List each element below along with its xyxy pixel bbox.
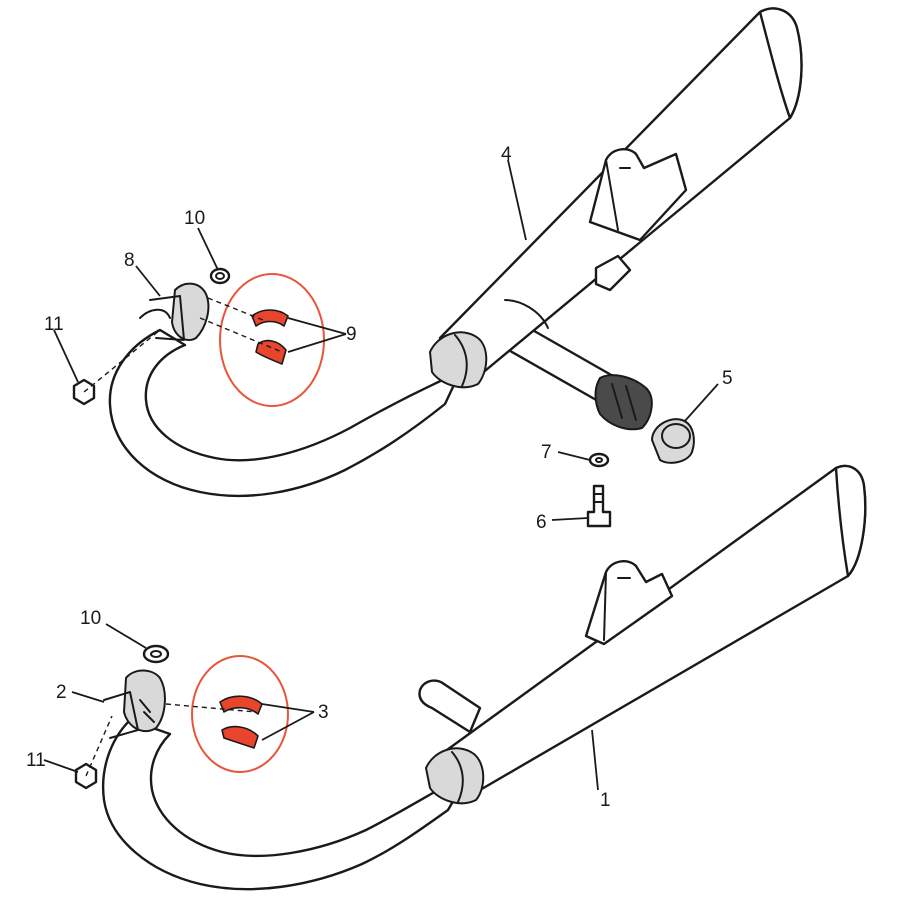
callout-11-upper: 11 — [44, 314, 64, 335]
gasket-highlight-ring-lower — [191, 655, 289, 773]
upper-muffler-collar — [429, 331, 488, 389]
gasket-half-lower-b — [221, 725, 259, 749]
lower-stub-pipe — [418, 679, 482, 734]
lower-washer — [142, 644, 170, 664]
upper-mounting-bracket — [588, 148, 688, 242]
small-washer — [588, 452, 610, 468]
lower-exhaust-assembly: 1 2 3 10 11 — [26, 464, 867, 891]
callout-2: 2 — [56, 682, 67, 703]
lower-muffler-end-cap — [834, 464, 867, 578]
callout-7: 7 — [541, 442, 552, 463]
lower-muffler-collar — [425, 747, 485, 805]
callout-5: 5 — [722, 368, 733, 389]
lower-mounting-bracket — [584, 560, 674, 646]
upper-washer — [209, 267, 231, 285]
upper-flange — [171, 282, 210, 341]
callout-3: 3 — [318, 702, 329, 723]
callout-10-lower: 10 — [80, 608, 101, 629]
upper-exhaust-pipe — [108, 328, 462, 498]
lower-muffler-body — [438, 464, 867, 792]
callout-8: 8 — [124, 250, 135, 271]
upper-muffler-end-cap — [758, 7, 803, 120]
gasket-half-upper-a — [251, 309, 289, 327]
callout-10-upper: 10 — [184, 208, 205, 229]
crossover-joint — [594, 374, 653, 431]
callout-6: 6 — [536, 512, 547, 533]
cap — [651, 418, 695, 464]
callout-4: 4 — [501, 144, 512, 165]
upper-exhaust-assembly: 4 5 6 7 8 9 10 11 — [44, 7, 803, 533]
callout-11-lower: 11 — [26, 750, 46, 771]
gasket-highlight-ring-upper — [219, 273, 325, 407]
callout-9: 9 — [346, 324, 357, 345]
gasket-half-upper-b — [255, 339, 287, 365]
lower-flange — [123, 669, 166, 733]
callout-1: 1 — [600, 790, 611, 811]
lower-exhaust-pipe — [102, 718, 472, 891]
bolt — [586, 484, 612, 528]
